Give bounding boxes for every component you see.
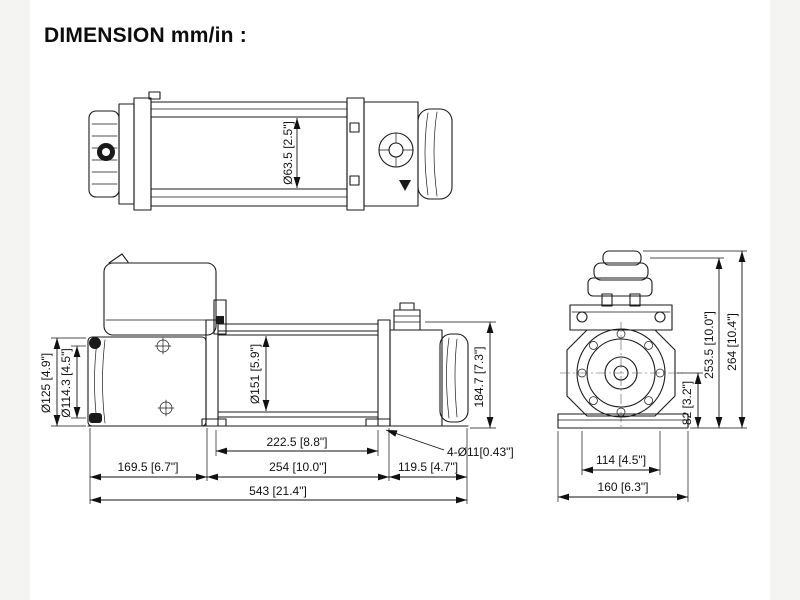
dim-overall-height-front: 184.7 [7.3"]	[472, 347, 486, 408]
mounting-foot	[365, 418, 391, 427]
dim-side-height-253: 253.5 [10.0"]	[702, 311, 716, 379]
dim-drum-dia: Ø151 [5.9"]	[248, 344, 262, 404]
dim-side-height-264: 264 [10.4"]	[725, 313, 739, 371]
dim-drum-length: 254 [10.0"]	[269, 460, 327, 474]
dim-flange-dia: Ø114.3 [4.5"]	[59, 348, 73, 417]
page-title: DIMENSION mm/in :	[44, 24, 247, 47]
dim-motor-dia: Ø125 [4.9"]	[39, 353, 53, 413]
clutch-lever	[393, 302, 421, 331]
page-edge-right	[770, 0, 800, 600]
dim-mount-holes: 4-Ø11[0.43"]	[447, 445, 514, 459]
dim-side-hole-span: 114 [4.5"]	[596, 453, 646, 467]
side-view-drawing: 82 [3.2"] 253.5 [10.0"] 264 [10.4"] 114 …	[557, 250, 747, 502]
breather-cap	[108, 253, 129, 264]
dim-side-center-height: 82 [3.2"]	[680, 381, 694, 425]
dim-foot-span: 222.5 [8.8"]	[267, 435, 328, 449]
clutch-knob	[378, 132, 414, 168]
mounting-foot	[201, 418, 227, 427]
dim-top-drum-dia: Ø63.5 [2.5"]	[281, 121, 295, 185]
crosshair-mark	[154, 337, 175, 417]
dim-overall-length: 543 [21.4"]	[249, 484, 307, 498]
page-edge-left	[0, 0, 30, 600]
top-view-drawing: Ø63.5 [2.5"]	[88, 91, 453, 211]
clutch-lever-side	[587, 250, 653, 307]
dim-motor-length: 169.5 [6.7"]	[118, 460, 179, 474]
dim-side-width: 160 [6.3"]	[598, 480, 649, 494]
dim-gear-length: 119.5 [4.7"]	[398, 460, 458, 474]
rotation-arrow-icon	[399, 180, 411, 191]
front-view-drawing: Ø125 [4.9"] Ø114.3 [4.5"] Ø151 [5.9"] 18…	[39, 253, 514, 504]
